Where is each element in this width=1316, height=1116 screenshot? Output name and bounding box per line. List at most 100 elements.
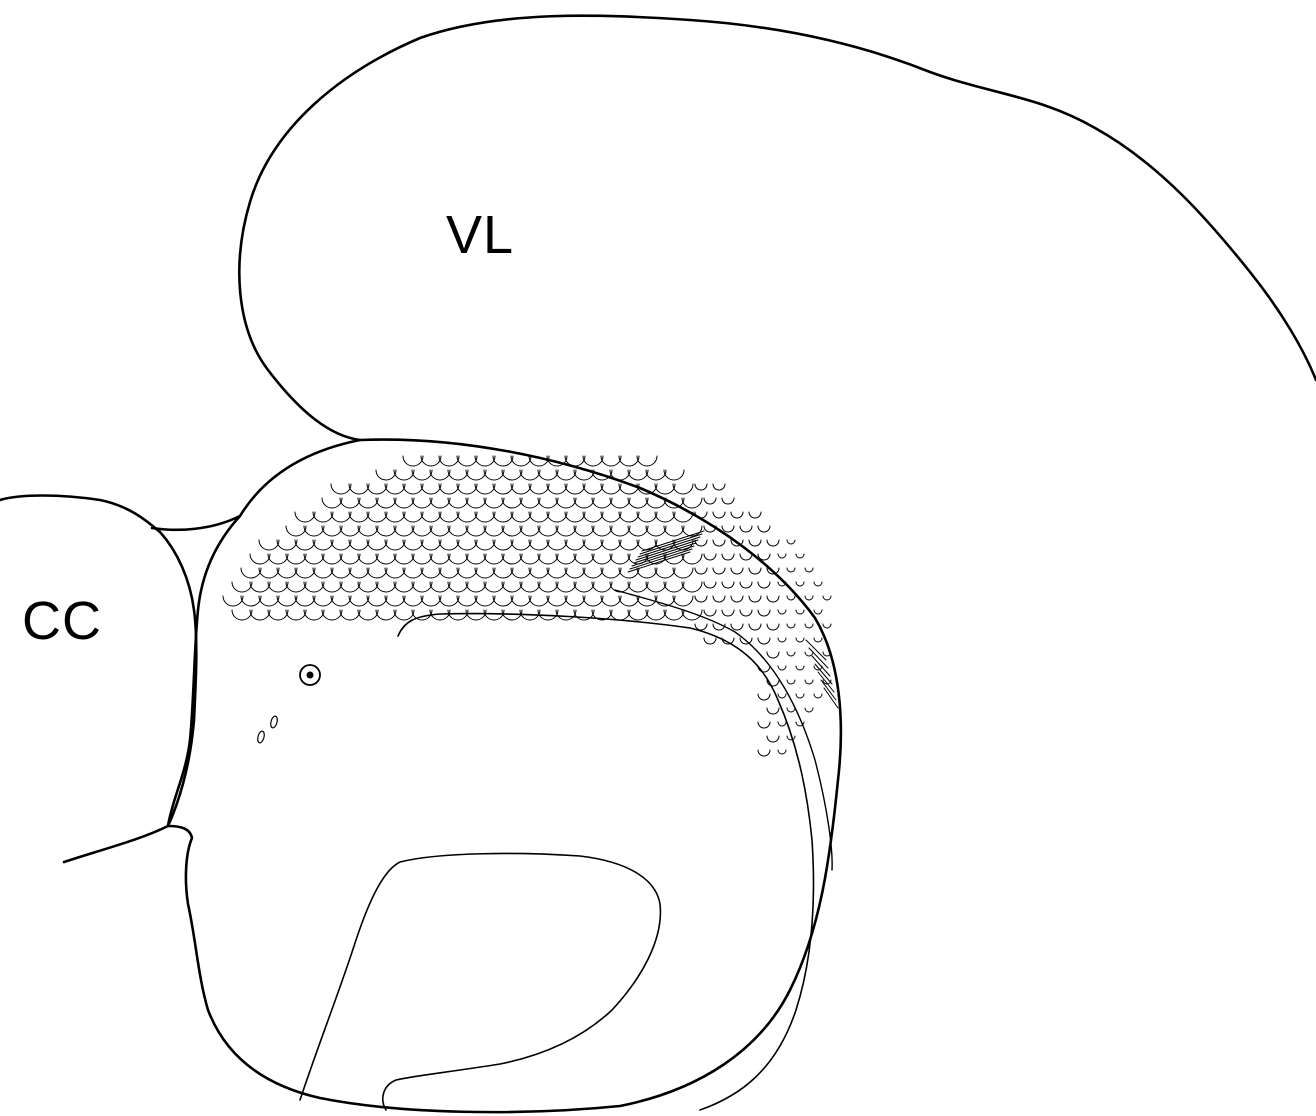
- cell-scale: [787, 540, 795, 544]
- cell-scale: [601, 540, 621, 550]
- cell-scale: [664, 582, 684, 592]
- cell-scale: [358, 554, 378, 564]
- cell-scale: [520, 554, 540, 564]
- cell-scale: [376, 610, 396, 620]
- cell-scale: [778, 666, 786, 670]
- cell-scale: [376, 526, 396, 536]
- cell-scale: [547, 512, 567, 522]
- cell-scale: [322, 582, 342, 592]
- cell-scale: [556, 526, 576, 536]
- cell-scale: [493, 568, 513, 578]
- cell-scale: [796, 638, 804, 642]
- cell-scale: [823, 624, 831, 628]
- cell-scale: [511, 596, 531, 606]
- cell-scale: [646, 582, 666, 592]
- cell-scale: [232, 582, 252, 592]
- cell-scale: [814, 582, 822, 586]
- cell-scale: [529, 568, 549, 578]
- cell-scale: [796, 666, 804, 670]
- cell-scale: [286, 610, 306, 620]
- cell-scale: [259, 568, 279, 578]
- cell-scale: [340, 554, 360, 564]
- cell-scale: [682, 554, 702, 564]
- cell-scale: [823, 596, 831, 600]
- cell-scale: [511, 568, 531, 578]
- cell-scale: [520, 498, 540, 508]
- cell-scale: [349, 596, 369, 606]
- cell-scale: [430, 470, 450, 480]
- cell-scale: [704, 554, 716, 560]
- cell-scale: [232, 610, 252, 620]
- cell-scale: [805, 596, 813, 600]
- fiber-stroke: [812, 656, 830, 676]
- cell-scale: [385, 484, 405, 494]
- cell-scale: [439, 456, 459, 466]
- cell-scale: [385, 568, 405, 578]
- fiber-stroke: [821, 680, 836, 700]
- cell-scale: [520, 582, 540, 592]
- cell-scale: [295, 596, 315, 606]
- cell-scale: [722, 498, 734, 504]
- cell-scale: [749, 596, 761, 602]
- cell-scale: [484, 554, 504, 564]
- cell-scale: [331, 596, 351, 606]
- caudate-outline: [168, 440, 841, 1113]
- cell-scale: [340, 582, 360, 592]
- cell-scale: [430, 554, 450, 564]
- vessel-small-b: [270, 715, 279, 728]
- cell-scale: [592, 498, 612, 508]
- cell-scale: [466, 470, 486, 480]
- cell-scale: [814, 694, 822, 698]
- cell-scale: [601, 456, 621, 466]
- cell-scale: [805, 624, 813, 628]
- cell-scale: [331, 484, 351, 494]
- cell-scale: [511, 540, 531, 550]
- corpus-callosum-outline: [0, 496, 196, 863]
- fiber-stroke: [809, 648, 828, 668]
- cell-scale: [421, 540, 441, 550]
- cell-scale: [448, 470, 468, 480]
- cell-scale: [403, 568, 423, 578]
- fiber-stroke: [806, 640, 826, 660]
- cell-scale: [547, 484, 567, 494]
- cell-scale: [520, 526, 540, 536]
- cell-scale: [457, 456, 477, 466]
- cell-scale: [556, 610, 576, 620]
- cell-scale: [340, 610, 360, 620]
- cell-scale: [695, 596, 707, 602]
- cell-scale: [538, 554, 558, 564]
- cell-scale: [610, 582, 630, 592]
- cell-scale: [529, 512, 549, 522]
- cell-scale: [430, 526, 450, 536]
- cell-scale: [529, 540, 549, 550]
- cell-scale: [713, 568, 725, 574]
- cell-scale: [367, 568, 387, 578]
- cell-scale: [520, 470, 540, 480]
- cell-scale: [394, 498, 414, 508]
- cell-scale: [787, 596, 795, 600]
- cell-scale: [547, 596, 567, 606]
- cell-scale: [466, 610, 486, 620]
- cell-scale: [565, 484, 585, 494]
- corpus-callosum-label: CC: [22, 594, 102, 648]
- cell-scale: [439, 484, 459, 494]
- cell-scale: [358, 610, 378, 620]
- cell-scale: [767, 708, 779, 714]
- cell-scale: [475, 540, 495, 550]
- cell-scale: [619, 596, 639, 606]
- cell-scale: [814, 638, 822, 642]
- cell-scale: [619, 540, 639, 550]
- cell-scale: [295, 512, 315, 522]
- cell-scale: [448, 526, 468, 536]
- cell-scale: [758, 526, 770, 532]
- cell-scale: [722, 582, 734, 588]
- cell-scale: [376, 582, 396, 592]
- cell-scale: [502, 582, 522, 592]
- cell-scale: [511, 512, 531, 522]
- cell-scale: [358, 582, 378, 592]
- cell-scale-pattern: [223, 456, 831, 756]
- cell-scale: [787, 680, 795, 684]
- cell-scale: [331, 568, 351, 578]
- cell-scale: [259, 540, 279, 550]
